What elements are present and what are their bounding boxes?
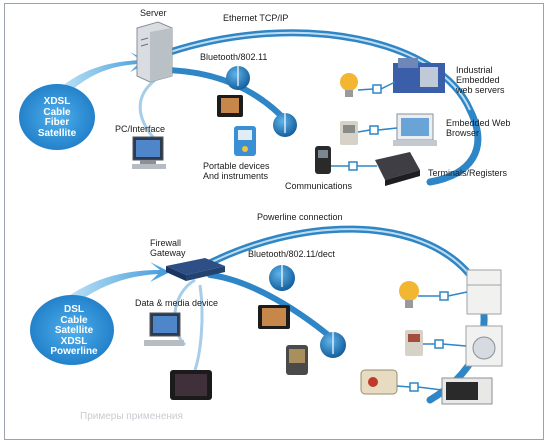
bluetooth-node-bottom-2 bbox=[320, 332, 346, 358]
bluetooth-arc bbox=[157, 67, 293, 128]
connector-node-bottom-1 bbox=[439, 291, 449, 301]
diagram-frame bbox=[4, 3, 544, 440]
firewall-gateway-label: Firewall Gateway bbox=[150, 238, 186, 258]
portable-video-device-bottom-icon bbox=[258, 305, 290, 329]
fridge-icon bbox=[466, 269, 502, 315]
gateway-router-icon bbox=[166, 258, 225, 281]
bluetooth-node-top-2 bbox=[273, 113, 297, 137]
bluetooth-node-top-1 bbox=[226, 66, 250, 90]
powerline-arc bbox=[196, 225, 488, 404]
access-cloud-label-top: XDSL Cable Fiber Satellite bbox=[37, 96, 77, 139]
bluetooth-dect-arc bbox=[207, 272, 343, 348]
media-pc-icon bbox=[144, 312, 184, 346]
server-label: Server bbox=[140, 8, 167, 18]
connector-node-bottom-2 bbox=[434, 339, 444, 349]
tv-icon bbox=[170, 370, 212, 400]
pc-monitor-icon bbox=[132, 136, 166, 169]
access-cloud-arrow-top bbox=[55, 52, 150, 92]
industrial-machine-icon bbox=[393, 58, 445, 93]
industrial-label: Industrial Embedded web servers bbox=[456, 65, 505, 95]
bluetooth-label-top: Bluetooth/802.11 bbox=[200, 52, 268, 62]
access-cloud-bottom bbox=[30, 295, 114, 365]
connector-node-bottom-3 bbox=[409, 382, 419, 392]
thermostat-icon bbox=[360, 369, 398, 395]
lightbulb-icon-bottom bbox=[399, 281, 419, 308]
pda-icon bbox=[286, 345, 308, 375]
phone-icon bbox=[315, 146, 331, 174]
ethernet-arc-highlight bbox=[169, 31, 471, 111]
bluetooth-dect-label: Bluetooth/802.11/dect bbox=[248, 249, 335, 259]
data-media-label: Data & media device bbox=[135, 298, 219, 308]
connector-node-top-3 bbox=[348, 161, 358, 171]
server-icon bbox=[136, 21, 173, 83]
terminals-label: Terminals/Registers bbox=[428, 168, 508, 178]
connector-node-top-2 bbox=[369, 125, 379, 135]
register-terminal-icon bbox=[375, 152, 420, 186]
embedded-browser-label: Embedded Web Browser bbox=[446, 118, 511, 138]
figure-caption: Примеры применения bbox=[80, 411, 183, 422]
access-cloud-arrow-bottom bbox=[60, 262, 170, 304]
communications-label: Communications bbox=[285, 181, 353, 191]
connector-node-top-1 bbox=[372, 84, 382, 94]
handheld-instrument-icon bbox=[234, 126, 256, 156]
security-panel-icon bbox=[340, 121, 358, 145]
washing-machine-icon bbox=[465, 325, 503, 367]
tv-link bbox=[193, 284, 204, 371]
bluetooth-node-bottom-1 bbox=[269, 265, 295, 291]
portable-devices-label: Portable devices And instruments bbox=[203, 161, 270, 181]
security-panel-bottom-icon bbox=[405, 330, 423, 356]
portable-video-device-icon bbox=[217, 95, 243, 117]
powerline-label: Powerline connection bbox=[257, 212, 343, 222]
access-cloud-top bbox=[19, 84, 95, 150]
pc-interface-label: PC/Interface bbox=[115, 124, 166, 134]
embedded-browser-icon bbox=[393, 113, 437, 146]
pc-interface-link bbox=[138, 78, 162, 147]
ethernet-label: Ethernet TCP/IP bbox=[223, 13, 289, 23]
microwave-icon bbox=[441, 377, 493, 405]
powerline-arc-highlight bbox=[199, 228, 471, 276]
lightbulb-icon-top bbox=[340, 73, 358, 97]
access-cloud-label-bottom: DSL Cable Satellite XDSL Powerline bbox=[50, 304, 98, 357]
